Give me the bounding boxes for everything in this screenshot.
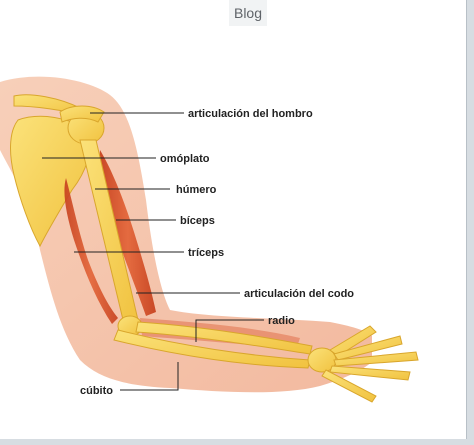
ulna-bone: [113, 329, 311, 369]
hand-bones: [307, 325, 419, 403]
label-humerus: húmero: [176, 184, 217, 196]
label-radius: radio: [268, 315, 295, 327]
leader-line-radius: [195, 319, 264, 342]
acromion: [59, 105, 105, 123]
leader-line-ulna: [120, 362, 179, 391]
blog-tab[interactable]: Blog: [229, 0, 267, 26]
label-biceps: bíceps: [180, 215, 215, 227]
bottom-border: [0, 439, 467, 445]
scrollbar-border: [466, 0, 467, 445]
label-triceps: tríceps: [188, 247, 224, 259]
label-scapula: omóplato: [160, 153, 210, 165]
biceps-muscle: [99, 150, 156, 316]
label-ulna: cúbito: [80, 385, 113, 397]
arm-anatomy-diagram: articulación del hombro omóplato húmero …: [0, 76, 419, 403]
label-elbow-joint: articulación del codo: [244, 288, 354, 300]
vertical-scrollbar[interactable]: [467, 0, 474, 445]
label-shoulder-joint: articulación del hombro: [188, 108, 313, 120]
